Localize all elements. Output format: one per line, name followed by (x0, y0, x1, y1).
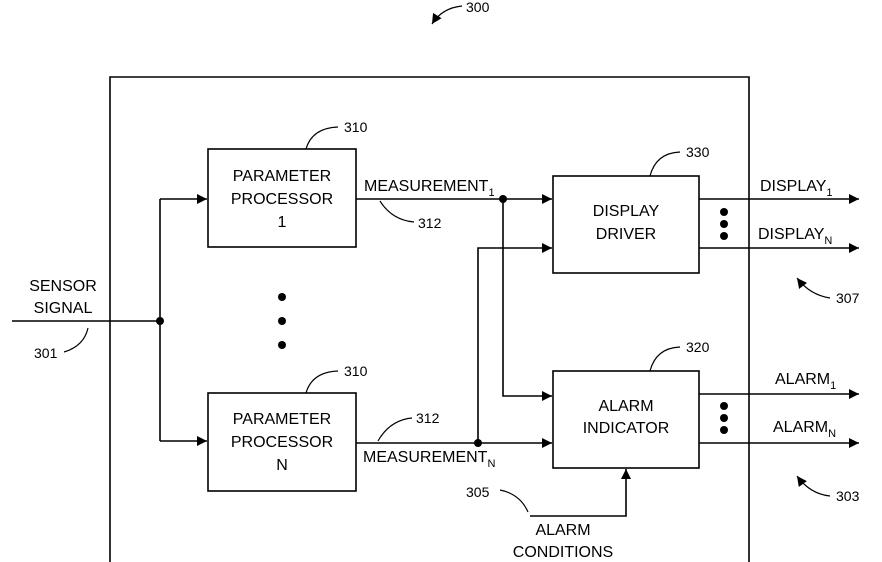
processor-n-line2: PROCESSOR (231, 434, 333, 451)
ellipsis-dot (278, 317, 286, 325)
figure-ref-label: 300 (466, 0, 490, 15)
display-output-ellipsis-dot (720, 220, 728, 228)
sensor-signal-label: SENSOR (29, 278, 97, 295)
measurement-1-label: MEASUREMENT1 (364, 178, 495, 199)
display-output-ellipsis-dot (720, 208, 728, 216)
display-driver-box (553, 176, 699, 273)
alarm-conditions-ref-label: 305 (466, 484, 490, 500)
processor-n-ref-leader (306, 371, 338, 393)
alarm-indicator-line2: INDICATOR (583, 420, 670, 437)
display-output-ellipsis-dot (720, 232, 728, 240)
display-outputs-ref-label: 307 (836, 290, 860, 306)
display-driver-ref-label: 330 (686, 144, 710, 160)
processor-n-ref-label: 310 (344, 363, 368, 379)
measurement-n-ref-label: 312 (416, 410, 440, 426)
alarm-outputs-ref-label: 303 (836, 488, 860, 504)
measurement-n-ref-leader (378, 418, 412, 441)
alarm-output-ellipsis-dot (720, 414, 728, 422)
ellipsis-dot (278, 341, 286, 349)
processor-1-line1: PARAMETER (233, 168, 331, 185)
processor-1-ref-label: 310 (344, 119, 368, 135)
alarm-conditions-input-arrow (530, 469, 626, 516)
measurement-1-to-alarm-line (503, 199, 552, 396)
ellipsis-dot (278, 293, 286, 301)
sensor-signal-label-2: SIGNAL (34, 300, 93, 317)
processor-1-line3: 1 (278, 214, 287, 231)
alarm-output-1-label: ALARM1 (775, 371, 836, 392)
measurement-n-label: MEASUREMENTN (363, 449, 495, 470)
display-output-n-label: DISPLAYN (758, 226, 832, 247)
alarm-output-ellipsis-dot (720, 426, 728, 434)
measurement-n-to-display-line (478, 248, 552, 443)
alarm-conditions-label: ALARM (535, 522, 590, 539)
display-outputs-ref-arrow (797, 278, 830, 298)
alarm-indicator-line1: ALARM (598, 398, 653, 415)
display-driver-line1: DISPLAY (593, 203, 660, 220)
alarm-output-n-label: ALARMN (773, 419, 836, 440)
measurement-1-ref-label: 312 (418, 215, 442, 231)
sensor-ref-label: 301 (34, 345, 58, 361)
processor-1-ref-leader (306, 127, 338, 149)
sensor-ref-leader (64, 328, 88, 352)
display-driver-line2: DRIVER (596, 226, 656, 243)
display-driver-ref-leader (650, 152, 680, 176)
alarm-indicator-ref-label: 320 (686, 339, 710, 355)
alarm-outputs-ref-arrow (797, 476, 830, 496)
alarm-conditions-label-2: CONDITIONS (513, 544, 613, 561)
figure-ref-arrow (432, 6, 462, 24)
processor-n-line1: PARAMETER (233, 411, 331, 428)
alarm-conditions-ref-leader (500, 490, 528, 512)
processor-1-line2: PROCESSOR (231, 191, 333, 208)
display-output-1-label: DISPLAY1 (760, 178, 833, 199)
alarm-output-ellipsis-dot (720, 402, 728, 410)
alarm-indicator-ref-leader (650, 347, 680, 371)
system-enclosure (110, 77, 749, 562)
measurement-1-ref-leader (380, 201, 414, 222)
processor-n-line3: N (276, 457, 288, 474)
